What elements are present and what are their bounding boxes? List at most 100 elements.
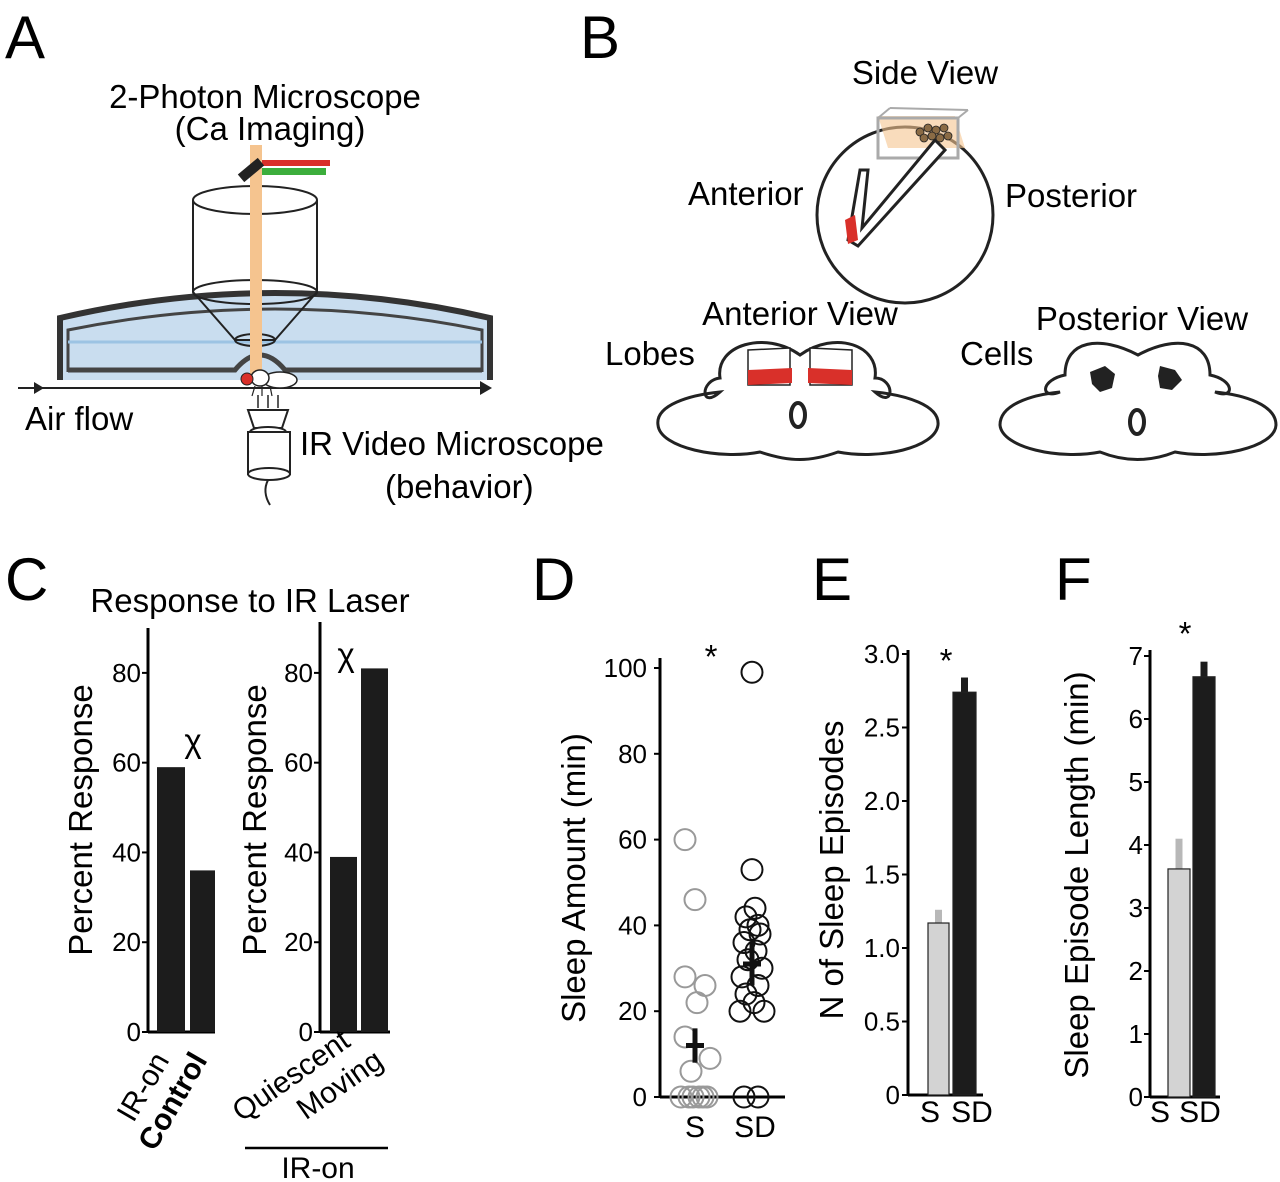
ir-subtitle: (behavior) [385, 468, 534, 505]
significance-marker: χ [184, 722, 201, 759]
panel-letter-b: B [580, 4, 620, 71]
anterior-label: Anterior [688, 175, 804, 212]
y-tick-label: 40 [112, 837, 141, 867]
x-tick-label: S [920, 1096, 940, 1129]
y-tick-label: 40 [284, 837, 313, 867]
significance-marker: χ [337, 636, 354, 673]
y-tick-label: 60 [112, 748, 141, 778]
error-bar [935, 909, 942, 924]
chart-c-title: Response to IR Laser [90, 582, 409, 619]
data-point [734, 905, 758, 929]
ir-title: IR Video Microscope [300, 425, 604, 462]
data-point [691, 1085, 715, 1109]
y-tick-label: 60 [618, 825, 647, 855]
data-point [673, 828, 697, 852]
bar-moving [361, 668, 388, 1032]
y-axis-label: Sleep Episode Length (min) [1058, 671, 1095, 1078]
data-point [685, 991, 709, 1015]
microscope-subtitle: (Ca Imaging) [175, 110, 366, 147]
y-axis-label: Percent Response [62, 684, 99, 956]
data-point [673, 965, 697, 989]
data-point [681, 1085, 705, 1109]
data-point [683, 888, 707, 912]
data-point [746, 1085, 770, 1109]
y-tick-label: 6 [1129, 704, 1143, 734]
air-flow-label: Air flow [25, 400, 133, 437]
anterior-view-label: Anterior View [702, 295, 898, 332]
panel-c: C Response to IR Laser 020406080Percent … [5, 546, 410, 1182]
y-tick-label: 0 [1129, 1082, 1143, 1112]
y-tick-label: 80 [618, 739, 647, 769]
red-beam [262, 160, 330, 166]
data-point [732, 1085, 756, 1109]
posterior-label: Posterior [1005, 177, 1137, 214]
y-axis-label: Percent Response [236, 684, 273, 956]
y-tick-label: 0 [299, 1017, 313, 1047]
y-tick-label: 80 [284, 658, 313, 688]
error-bar [961, 677, 968, 693]
anterior-brain-diagram [656, 341, 940, 461]
y-tick-label: 2 [1129, 956, 1143, 986]
y-tick-label: 100 [604, 653, 647, 683]
data-point [743, 896, 767, 920]
panel-b: B Side View Anterior Posterior Anterior … [580, 4, 1278, 461]
y-tick-label: 20 [618, 996, 647, 1026]
x-tick-label: S [685, 1111, 705, 1144]
y-tick-label: 0 [127, 1017, 141, 1047]
data-point [734, 982, 758, 1006]
side-view-label: Side View [852, 54, 998, 91]
y-tick-label: 0.5 [864, 1007, 900, 1037]
posterior-brain-diagram [998, 341, 1278, 461]
data-point [736, 948, 760, 972]
panel-letter-a: A [5, 4, 45, 71]
y-tick-label: 20 [284, 927, 313, 957]
x-tick-label: SD [1179, 1096, 1221, 1129]
y-tick-label: 3.0 [864, 639, 900, 669]
water-bath [60, 315, 490, 380]
y-tick-label: 7 [1129, 641, 1143, 671]
y-tick-label: 80 [112, 658, 141, 688]
y-tick-label: 5 [1129, 767, 1143, 797]
x-tick-label: S [1150, 1096, 1170, 1129]
y-tick-label: 60 [284, 748, 313, 778]
y-tick-label: 2.5 [864, 713, 900, 743]
data-point [679, 1059, 703, 1083]
cells-label: Cells [960, 335, 1033, 372]
bar-s [1167, 868, 1191, 1098]
bar-s [927, 922, 950, 1096]
bar-sd [952, 691, 977, 1096]
lobes-label: Lobes [605, 335, 695, 372]
data-point [728, 999, 752, 1023]
posterior-view-label: Posterior View [1036, 300, 1248, 337]
data-point [740, 660, 764, 684]
data-point [698, 1046, 722, 1070]
x-tick-label: SD [951, 1096, 993, 1129]
green-beam [262, 168, 326, 175]
x-tick-label: SD [734, 1111, 776, 1144]
microscope-title: 2-Photon Microscope [109, 78, 421, 115]
data-point [746, 973, 770, 997]
y-tick-label: 0 [633, 1082, 647, 1112]
panel-letter-e: E [812, 546, 852, 613]
y-tick-label: 20 [112, 927, 141, 957]
y-tick-label: 1.0 [864, 933, 900, 963]
bar-ir-on [157, 767, 185, 1032]
y-tick-label: 2.0 [864, 786, 900, 816]
y-tick-label: 40 [618, 910, 647, 940]
fly-icon [240, 369, 298, 397]
data-point [740, 858, 764, 882]
error-bar [1200, 661, 1208, 677]
y-tick-label: 0 [886, 1080, 900, 1110]
y-tick-label: 3 [1129, 893, 1143, 923]
error-bar [1175, 838, 1183, 869]
panel-letter-d: D [532, 546, 575, 613]
significance-marker: * [1179, 615, 1192, 652]
y-axis-label: Sleep Amount (min) [555, 733, 592, 1023]
ir-camera [246, 395, 291, 506]
data-point [752, 999, 776, 1023]
